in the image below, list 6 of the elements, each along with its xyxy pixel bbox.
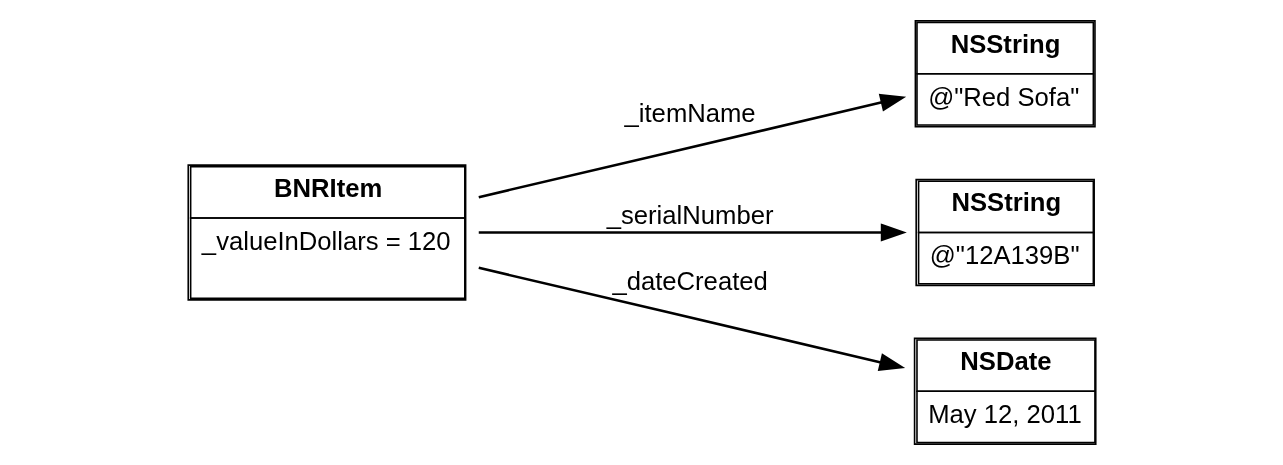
arrow xyxy=(478,223,907,242)
edge-label: _serialNumber xyxy=(606,201,773,230)
arrow xyxy=(477,93,906,199)
edge-label: _itemName xyxy=(624,98,756,127)
edge-label: _dateCreated xyxy=(611,266,768,295)
arrow xyxy=(477,266,905,371)
